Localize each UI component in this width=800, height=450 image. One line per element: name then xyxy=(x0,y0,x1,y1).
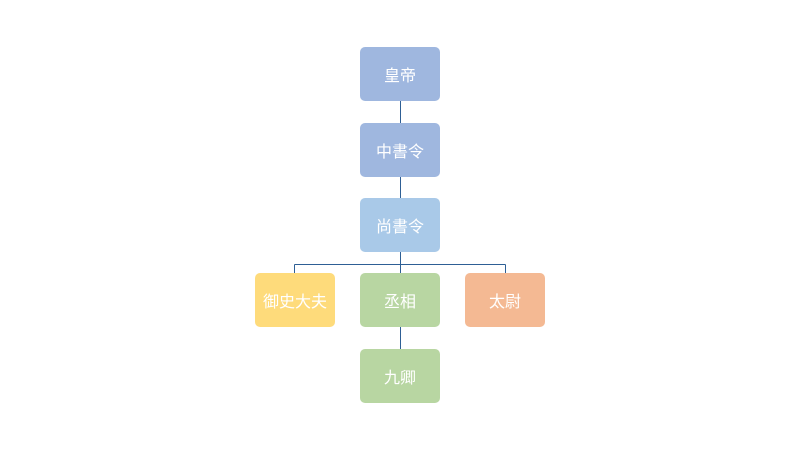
node-taiwei: 太尉 xyxy=(465,273,545,327)
node-yushidafu-label: 御史大夫 xyxy=(262,292,327,311)
node-shangshuling-label: 尚書令 xyxy=(375,217,424,236)
node-jiuqing-label: 九卿 xyxy=(383,368,416,387)
node-yushidafu: 御史大夫 xyxy=(255,273,335,327)
node-zhongshuling: 中書令 xyxy=(360,123,440,177)
node-zhongshuling-label: 中書令 xyxy=(375,142,424,161)
node-chengxiang: 丞相 xyxy=(360,273,440,327)
node-emperor-label: 皇帝 xyxy=(383,66,416,85)
node-chengxiang-label: 丞相 xyxy=(383,292,416,311)
node-taiwei-label: 太尉 xyxy=(488,292,521,311)
node-shangshuling: 尚書令 xyxy=(360,198,440,252)
node-jiuqing: 九卿 xyxy=(360,349,440,403)
node-emperor: 皇帝 xyxy=(360,47,440,101)
